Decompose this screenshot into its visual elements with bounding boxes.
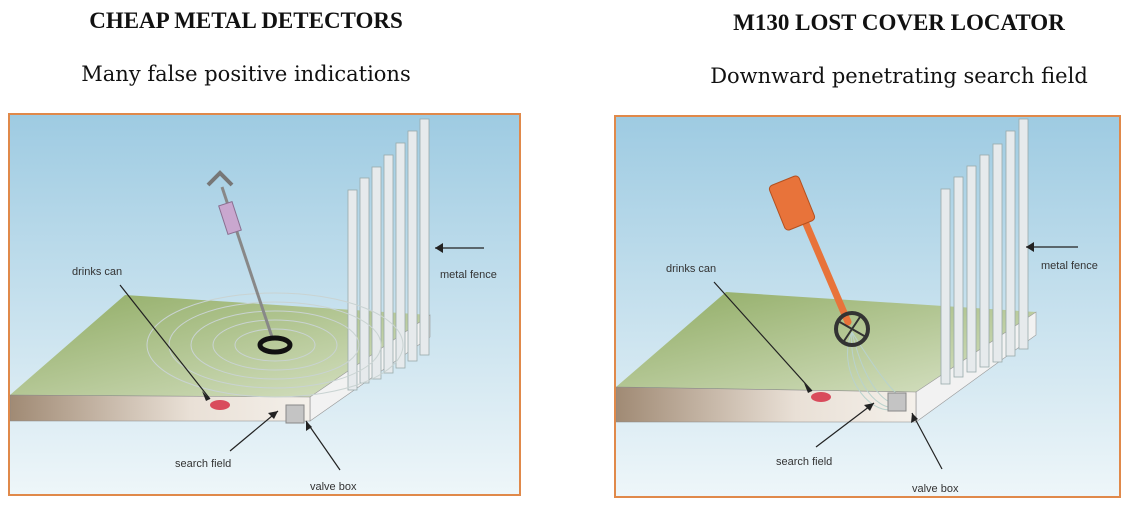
ground-surface xyxy=(616,292,1036,392)
metal-detector xyxy=(206,170,293,355)
metal-fence xyxy=(347,118,430,391)
label-metal-fence: metal fence xyxy=(440,269,497,281)
search-field xyxy=(146,292,404,398)
drinks-can xyxy=(210,400,230,410)
label-drinks-can: drinks can xyxy=(666,263,716,275)
label-search-field: search field xyxy=(175,458,231,470)
ground-cross-section xyxy=(10,394,311,422)
right-diagram: drinks can metal fence search field valv… xyxy=(614,115,1121,498)
ground-cross-section xyxy=(616,386,917,423)
drinks-can xyxy=(811,392,831,402)
label-drinks-can: drinks can xyxy=(72,266,122,278)
right-title: M130 LOST COVER LOCATOR xyxy=(733,10,1065,35)
left-subtitle: Many false positive indications xyxy=(81,62,411,86)
label-metal-fence: metal fence xyxy=(1041,260,1098,272)
right-subtitle: Downward penetrating search field xyxy=(710,64,1088,88)
left-title: CHEAP METAL DETECTORS xyxy=(89,8,403,33)
ground-surface xyxy=(10,295,430,397)
valve-box xyxy=(887,392,907,412)
label-search-field: search field xyxy=(776,456,832,468)
metal-fence xyxy=(940,118,1029,385)
m130-locator xyxy=(768,175,870,347)
valve-box xyxy=(285,404,305,424)
label-valve-box: valve box xyxy=(310,481,357,493)
left-diagram: drinks can metal fence search field valv… xyxy=(8,113,521,496)
label-valve-box: valve box xyxy=(912,483,959,495)
